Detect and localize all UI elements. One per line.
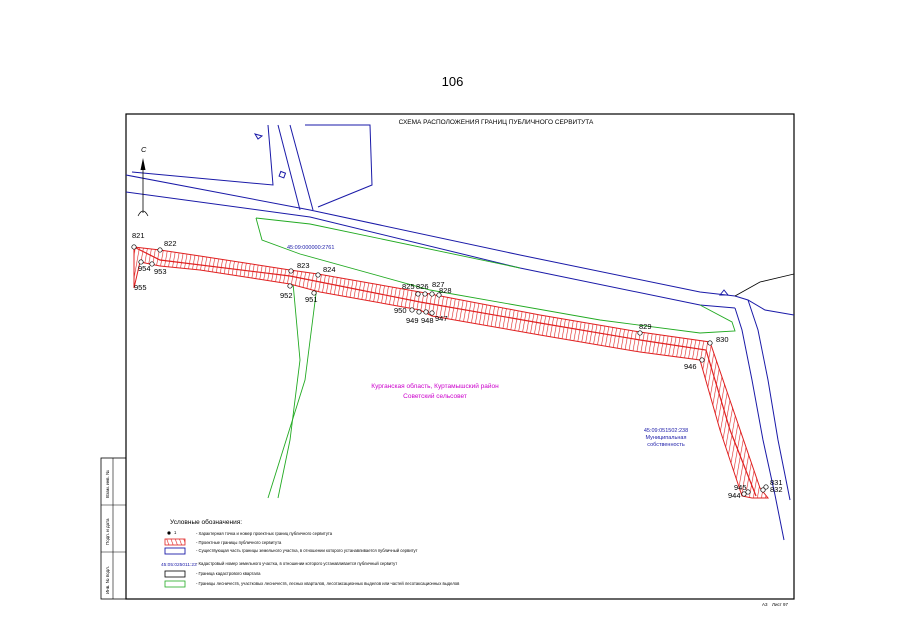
- municipal-parcel-number: 45:09:051502:238: [644, 428, 688, 434]
- point-824: 824: [323, 265, 336, 274]
- municipal-label-line1: Муниципальная: [646, 435, 687, 441]
- point-954: 954: [138, 264, 151, 273]
- point-832: 832: [770, 485, 783, 494]
- legend-point-sample: 1: [174, 530, 177, 535]
- point-823: 823: [297, 261, 310, 270]
- point-827: 827: [432, 280, 445, 289]
- legend-servitude-swatch: [164, 538, 186, 546]
- legend-quarter-swatch: [164, 570, 186, 578]
- point-821: 821: [132, 231, 145, 240]
- stamp-replacement: Взам. инв. №: [105, 470, 110, 498]
- forest-boundaries: [255, 217, 736, 499]
- point-829: 829: [639, 322, 652, 331]
- boundary-points: [131, 244, 769, 497]
- municipal-label-line2: собственность: [647, 442, 685, 448]
- point-830: 830: [716, 335, 729, 344]
- sheet-format: А3: [762, 602, 768, 607]
- legend: Условные обозначения: 1 - Характерная то…: [161, 518, 460, 588]
- region-label-line2: Советский сельсовет: [403, 392, 467, 400]
- point-951: 951: [305, 295, 318, 304]
- legend-item-forest: - Границы лесничеств, участковых лесниче…: [196, 581, 460, 586]
- point-822: 822: [164, 239, 177, 248]
- legend-item-cadastral: - Кадастровый номер земельного участка, …: [196, 561, 397, 566]
- point-944: 944: [728, 491, 741, 500]
- point-945: 945: [734, 483, 747, 492]
- legend-item-parcel: - Существующая часть границы земельного …: [196, 548, 418, 553]
- point-947: 947: [435, 314, 448, 323]
- point-950: 950: [394, 306, 407, 315]
- point-948: 948: [421, 316, 434, 325]
- legend-forest-swatch: [164, 580, 186, 588]
- parcel-cadastral-number: 45:09:000000:2761: [287, 245, 334, 251]
- servitude-area: [133, 246, 770, 499]
- legend-item-point: - Характерная точка и номер проектных гр…: [196, 531, 333, 536]
- legend-cadastral-sample: 45:05:025011:23: [161, 562, 197, 568]
- sheet-title: СХЕМА РАСПОЛОЖЕНИЯ ГРАНИЦ ПУБЛИЧНОГО СЕР…: [399, 119, 594, 126]
- point-labels: 821 822 954 953 955 823 824 952 951 825 …: [132, 231, 783, 500]
- point-825: 825: [402, 282, 415, 291]
- side-stamp: Взам. инв. № Подп. и дата Инв. № подл.: [100, 457, 127, 600]
- point-946: 946: [684, 362, 697, 371]
- point-949: 949: [406, 316, 419, 325]
- legend-item-quarter: - Граница кадастрового квартала: [196, 571, 261, 576]
- sheet-frame: [125, 113, 795, 600]
- point-826: 826: [416, 282, 429, 291]
- north-arrow-icon: С: [137, 145, 149, 217]
- point-828: 828: [439, 286, 452, 295]
- point-831: 831: [770, 478, 783, 487]
- legend-item-servitude: - Проектные границы публичного сервитута: [196, 540, 282, 545]
- stamp-inventory: Инв. № подл.: [105, 566, 110, 594]
- point-953: 953: [154, 267, 167, 276]
- legend-point-icon: [167, 531, 171, 535]
- stamp-signature: Подп. и дата: [105, 518, 110, 545]
- page-number: 106: [441, 74, 464, 89]
- north-label: С: [141, 145, 147, 154]
- legend-parcel-swatch: [164, 547, 186, 555]
- region-label-line1: Курганская область, Куртамышский район: [371, 382, 499, 390]
- point-952: 952: [280, 291, 293, 300]
- sheet-number: Лист 97: [772, 602, 789, 607]
- point-955: 955: [134, 283, 147, 292]
- legend-heading: Условные обозначения:: [170, 518, 242, 526]
